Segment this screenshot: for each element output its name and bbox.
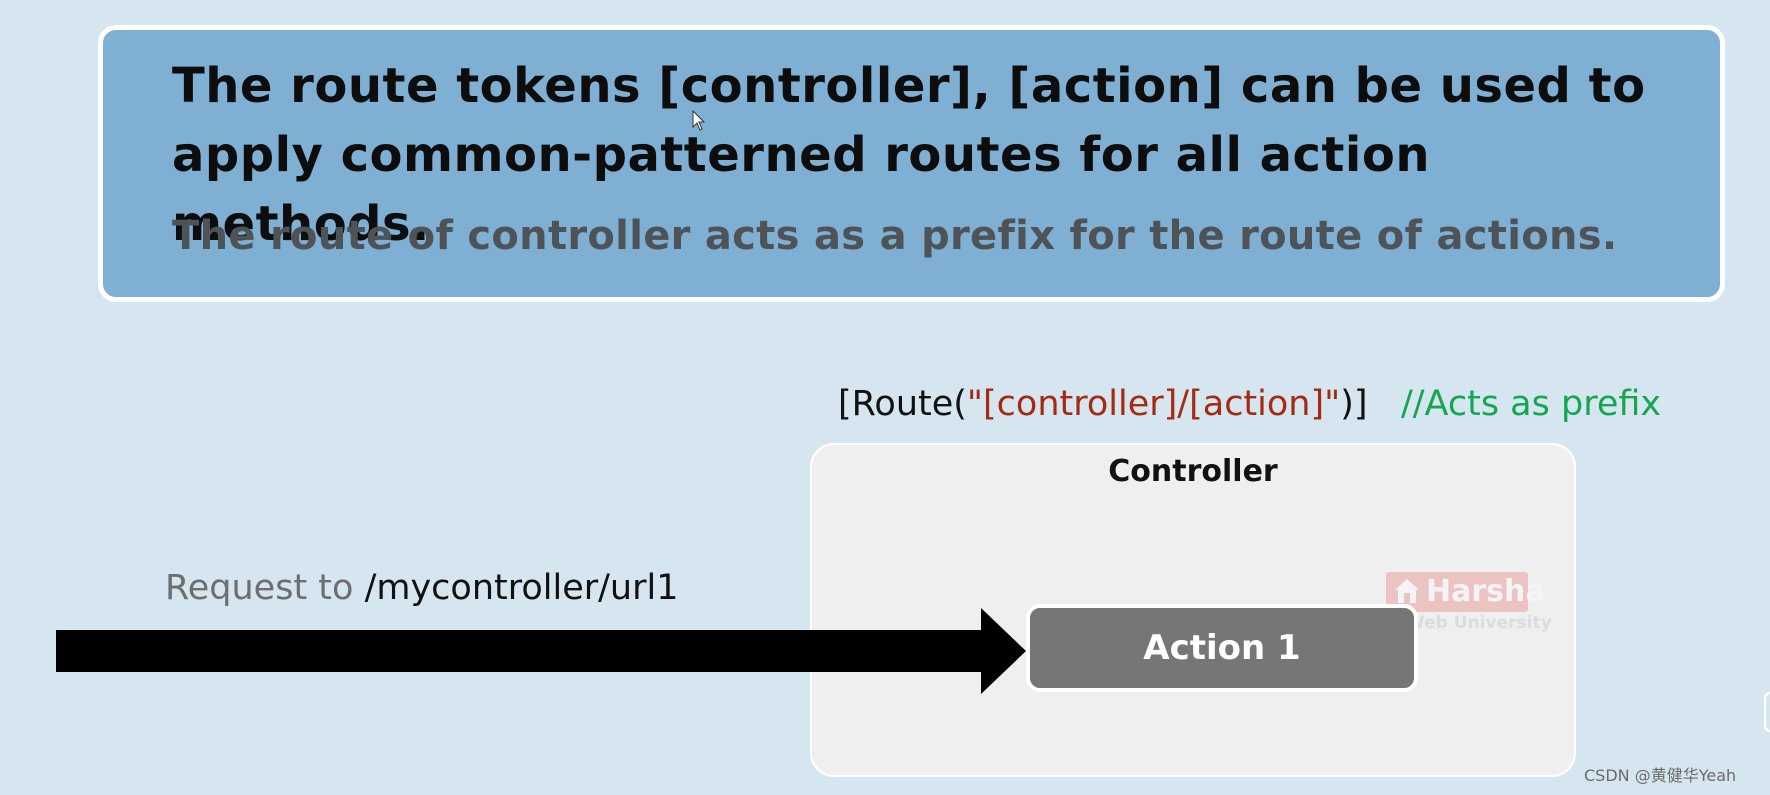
action-label: Action 1	[1143, 628, 1301, 668]
header-subtitle: The route of controller acts as a prefix…	[172, 213, 1618, 259]
route-attribute-close: )]	[1340, 384, 1368, 424]
controller-label: Controller	[1108, 454, 1278, 489]
route-template-string: "[controller]/[action]"	[966, 384, 1341, 424]
action-box: Action 1	[1026, 604, 1418, 692]
edge-tab	[1764, 692, 1770, 732]
watermark-name: Harsha	[1426, 574, 1546, 609]
request-path: /mycontroller/url1	[364, 568, 679, 608]
request-label: Request to /mycontroller/url1	[165, 566, 679, 610]
watermark-subtitle: Web University	[1406, 613, 1552, 633]
csdn-credit: CSDN @黄健华Yeah	[1584, 766, 1737, 785]
header-box	[98, 25, 1725, 302]
watermark-logo: Harsha Web University	[1386, 570, 1560, 636]
header-title: The route tokens [controller], [action] …	[172, 58, 1646, 252]
route-attribute-open: [Route(	[838, 384, 967, 424]
request-prefix: Request to	[165, 568, 365, 608]
house-logo-icon	[1395, 579, 1419, 603]
mouse-cursor-icon	[692, 110, 706, 131]
route-comment: //Acts as prefix	[1400, 384, 1662, 424]
route-attribute: [Route("[controller]/[action]")] //Acts …	[838, 380, 1661, 428]
arrow-right-icon	[56, 608, 1026, 694]
